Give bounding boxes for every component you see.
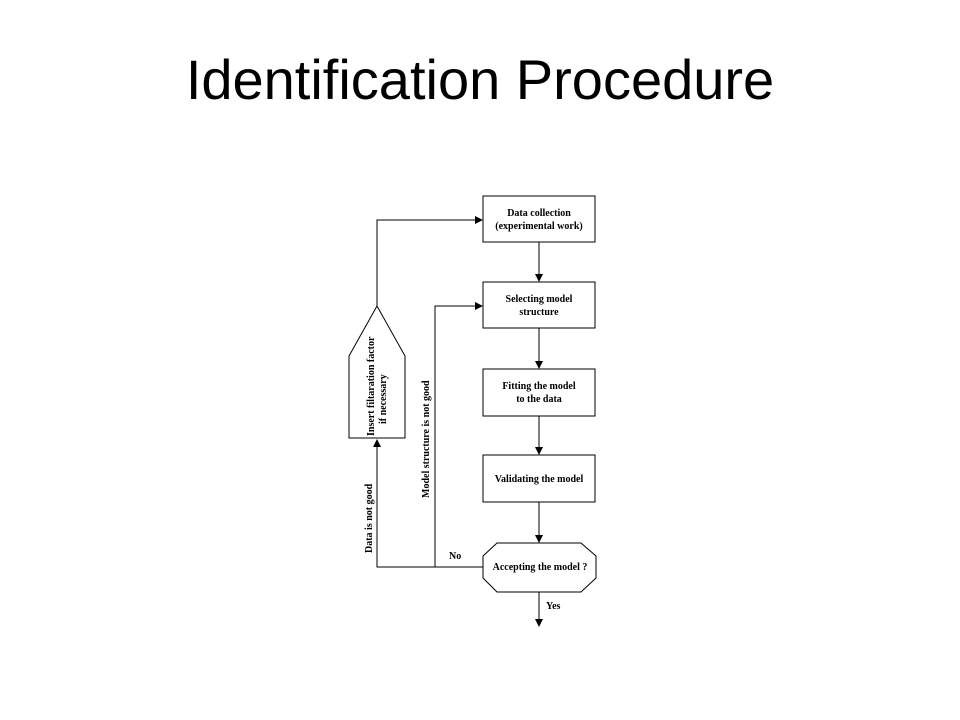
filtration-factor-line2: if necessary bbox=[378, 374, 389, 424]
filtration-factor-box: Insert filtaration factor if necessary bbox=[348, 304, 406, 439]
data-collection-line1: Data collection bbox=[507, 208, 571, 219]
fitting-model-line2: to the data bbox=[516, 394, 562, 405]
arrow-data-not-good bbox=[373, 439, 483, 568]
data-collection-line2: (experimental work) bbox=[495, 221, 582, 232]
filtration-factor-line1: Insert filtaration factor bbox=[366, 336, 377, 436]
data-collection-box: Data collection (experimental work) bbox=[482, 195, 596, 243]
validating-model-box: Validating the model bbox=[482, 454, 596, 503]
fitting-model-line1: Fitting the model bbox=[502, 381, 576, 392]
selecting-structure-line1: Selecting model bbox=[506, 294, 573, 305]
selecting-structure-line2: structure bbox=[519, 307, 559, 318]
accepting-model-decision: Accepting the model ? bbox=[482, 542, 597, 593]
no-label: No bbox=[449, 551, 461, 562]
fitting-model-box: Fitting the model to the data bbox=[482, 368, 596, 417]
accepting-model-label: Accepting the model ? bbox=[493, 562, 588, 573]
data-not-good-label: Data is not good bbox=[364, 483, 375, 553]
selecting-structure-box: Selecting model structure bbox=[482, 281, 596, 329]
validating-model-label: Validating the model bbox=[495, 474, 584, 485]
arrow-filtration-to-collection bbox=[376, 216, 483, 306]
structure-not-good-label: Model structure is not good bbox=[421, 380, 432, 498]
slide-title: Identification Procedure bbox=[185, 48, 775, 111]
arrow-structure-not-good bbox=[434, 302, 483, 567]
yes-label: Yes bbox=[546, 601, 561, 612]
